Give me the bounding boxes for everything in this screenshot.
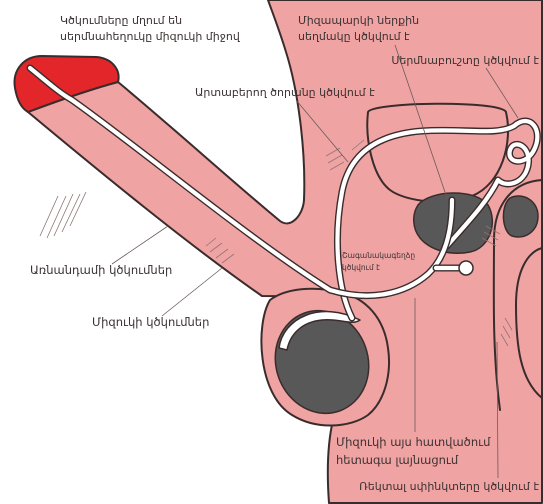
label-line: Միզուկի այս հատվածում — [336, 435, 491, 449]
label-line: Շագանակագեղձը — [342, 251, 415, 260]
label-seminal-vesicle: Սերմնաբուշտը կծկվում է — [391, 54, 539, 67]
label-line: սեղմակը կծկվում է — [298, 30, 410, 43]
label-penile-contractions: Առնանդամի կծկումներ — [30, 263, 172, 277]
bladder — [367, 104, 508, 202]
label-line: կծկվում է — [342, 263, 380, 272]
label-rectal-sphincter: Ռեկտալ սփինկտերը կծկվում է — [359, 480, 539, 493]
label-line: սերմնահեղուկը միզուկի միջով — [60, 30, 241, 43]
rectum-lumen — [503, 196, 538, 237]
label-vas-deferens: Արտաբերող ծորանը կծկվում է — [195, 86, 375, 99]
label-urethral-contractions: Միզուկի կծկումներ — [92, 315, 209, 329]
gland-circle — [459, 261, 473, 275]
label-line: Կծկումները մղում են — [60, 14, 182, 27]
label-line: հետագա լայնացում — [336, 453, 459, 467]
label-line: Միզապարկի ներքին — [298, 14, 419, 27]
